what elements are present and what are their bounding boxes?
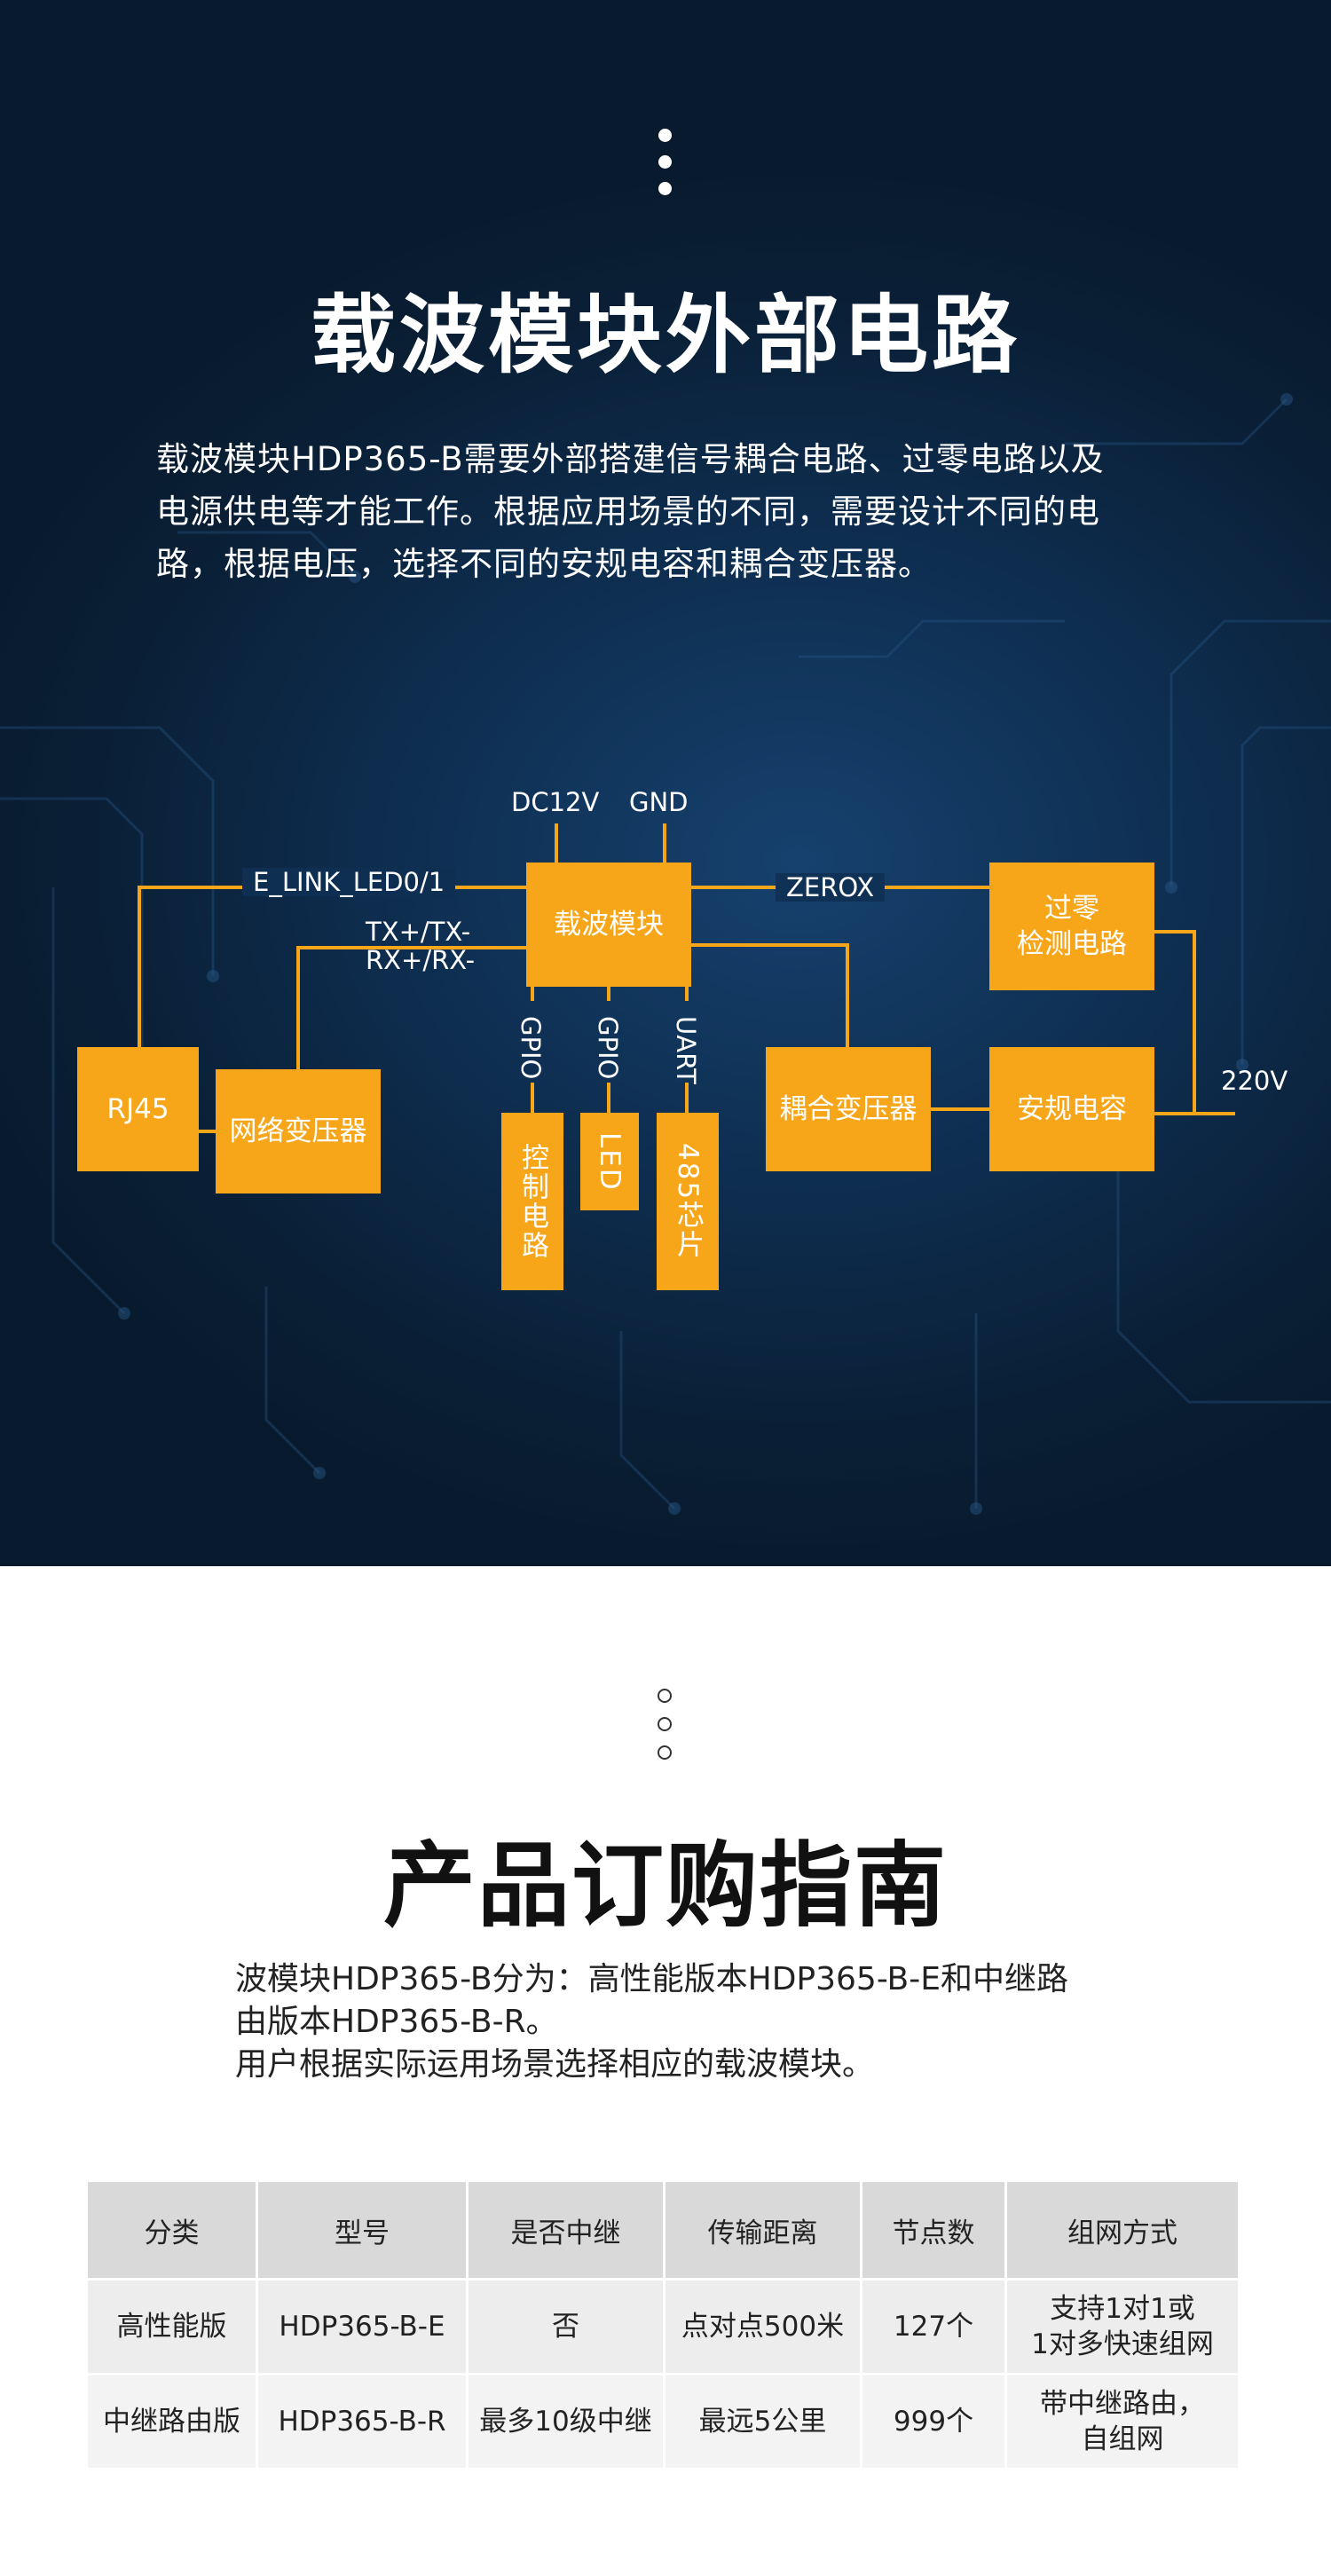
control-circuit-box: 控制电路 (501, 1113, 563, 1290)
table-cell: 支持1对1或 1对多快速组网 (1007, 2281, 1238, 2373)
table-cell: 点对点500米 (666, 2281, 860, 2373)
intro-line: 由版本HDP365-B-R。 (235, 2004, 558, 2040)
table-cell: 最多10级中继 (469, 2375, 663, 2468)
section-intro: 载波模块HDP365-B需要外部搭建信号耦合电路、过零电路以及 电源供电等才能工… (156, 433, 1185, 590)
table-header-row: 分类 型号 是否中继 传输距离 节点数 组网方式 (88, 2182, 1238, 2278)
table-header: 传输距离 (666, 2182, 860, 2278)
gpio-label: GPIO (593, 1016, 623, 1080)
coupling-transformer-box: 耦合变压器 (766, 1047, 931, 1171)
table-cell: 最远5公里 (666, 2375, 860, 2468)
carrier-module-box: 载波模块 (526, 863, 691, 987)
chip-485-box: 485芯片 (657, 1113, 719, 1290)
led-box: LED (580, 1113, 639, 1210)
rx-label: RX+/RX- (366, 945, 476, 975)
gnd-label: GND (629, 787, 689, 817)
zero-detect-box: 过零 检测电路 (989, 863, 1154, 990)
ordering-table: 分类 型号 是否中继 传输距离 节点数 组网方式 高性能版 HDP365-B-E… (85, 2179, 1240, 2470)
gpio-label: GPIO (516, 1016, 546, 1080)
diagram-connection-lines (138, 823, 1235, 1133)
circuit-background-pattern (0, 393, 1331, 1515)
table-cell: HDP365-B-E (258, 2281, 466, 2373)
intro-line: 路，根据电压，选择不同的安规电容和耦合变压器。 (156, 545, 932, 583)
table-header: 组网方式 (1007, 2182, 1238, 2278)
220v-label: 220V (1221, 1066, 1288, 1096)
tx-label: TX+/TX- (366, 917, 471, 947)
dc12v-label: DC12V (511, 787, 600, 817)
section-title: 载波模块外部电路 (311, 286, 1020, 385)
zero-detect-line: 过零 (1044, 893, 1099, 925)
table-cell: 带中继路由， 自组网 (1007, 2375, 1238, 2468)
table-header: 分类 (88, 2182, 256, 2278)
table-header: 是否中继 (469, 2182, 663, 2278)
circuit-section: 载波模块外部电路 载波模块HDP365-B需要外部搭建信号耦合电路、过零电路以及… (0, 0, 1331, 1566)
circuit-diagram: DC12V GND E_LINK_LED0/1 ZEROX TX+/TX- RX… (0, 763, 1331, 1349)
table-cell: HDP365-B-R (258, 2375, 466, 2468)
table-cell: 127个 (862, 2281, 1004, 2373)
table-cell: 否 (469, 2281, 663, 2373)
zero-detect-line: 检测电路 (1017, 928, 1127, 960)
zerox-label: ZEROX (776, 873, 886, 902)
table-row: 高性能版 HDP365-B-E 否 点对点500米 127个 支持1对1或 1对… (88, 2281, 1238, 2373)
rj45-box: RJ45 (77, 1047, 199, 1171)
table-cell: 中继路由版 (88, 2375, 256, 2468)
elink-label: E_LINK_LED0/1 (242, 868, 456, 896)
table-header: 型号 (258, 2182, 466, 2278)
table-header: 节点数 (862, 2182, 1004, 2278)
table-row: 中继路由版 HDP365-B-R 最多10级中继 最远5公里 999个 带中继路… (88, 2375, 1238, 2468)
intro-line: 电源供电等才能工作。根据应用场景的不同，需要设计不同的电 (156, 492, 1100, 531)
network-transformer-box: 网络变压器 (216, 1069, 381, 1193)
table-cell: 高性能版 (88, 2281, 256, 2373)
section-dots-icon (658, 1689, 673, 1774)
section-intro: 波模块HDP365-B分为：高性能版本HDP365-B-E和中继路 由版本HDP… (235, 1958, 1122, 2086)
intro-line: 用户根据实际运用场景选择相应的载波模块。 (235, 2046, 875, 2083)
section-dots-icon (658, 129, 673, 209)
intro-line: 波模块HDP365-B分为：高性能版本HDP365-B-E和中继路 (235, 1961, 1068, 1997)
uart-label: UART (671, 1016, 701, 1084)
intro-line: 载波模块HDP365-B需要外部搭建信号耦合电路、过零电路以及 (156, 440, 1105, 478)
safety-capacitor-box: 安规电容 (989, 1047, 1154, 1171)
table-cell: 999个 (862, 2375, 1004, 2468)
section-title: 产品订购指南 (382, 1832, 948, 1940)
